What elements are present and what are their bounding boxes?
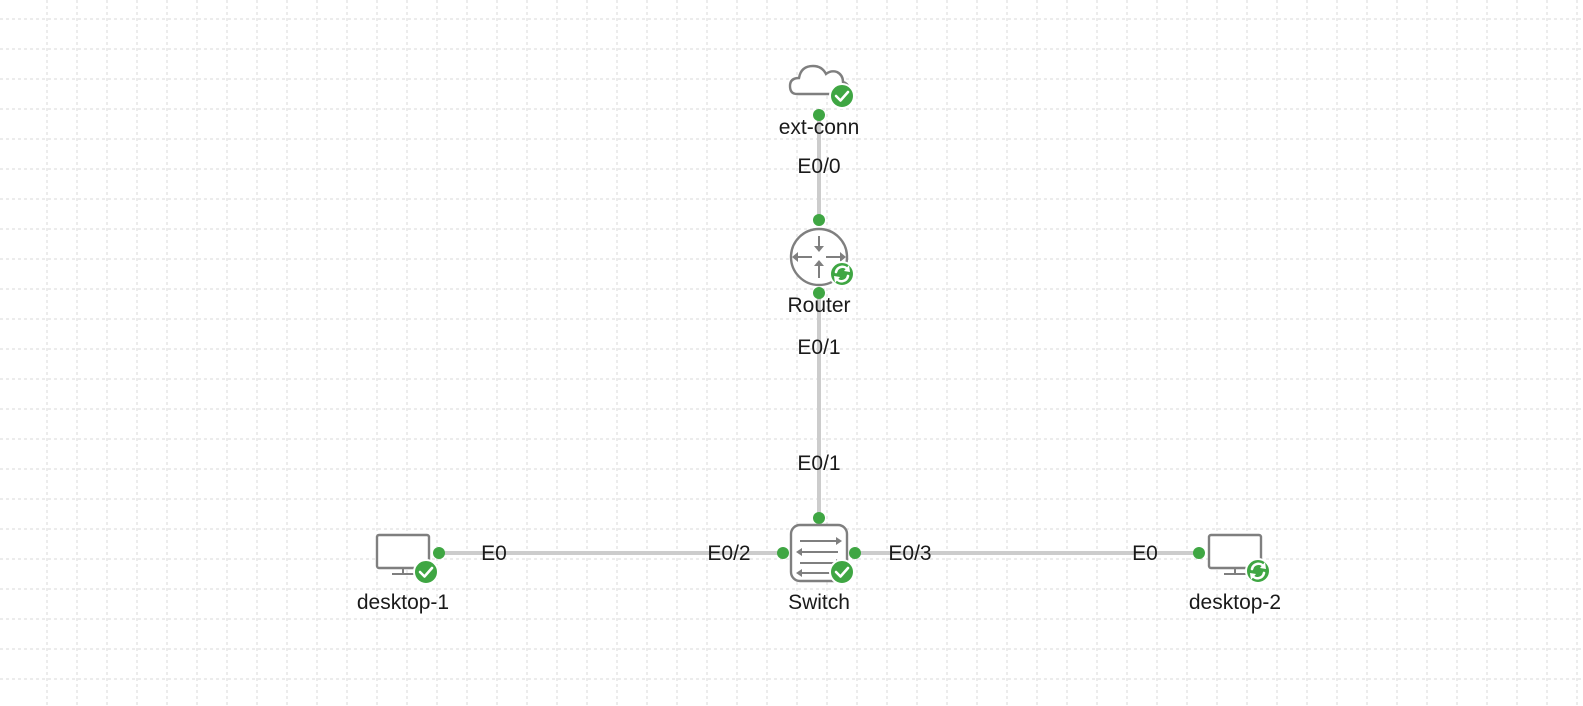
sync-icon — [829, 261, 855, 287]
port-label-switch-left: E0/2 — [707, 542, 750, 565]
port-dot-ext-conn[interactable] — [813, 109, 825, 121]
node-router[interactable]: Router — [787, 227, 855, 317]
node-desktop-1[interactable]: desktop-1 — [357, 533, 449, 614]
node-ext-conn[interactable]: ext-conn — [779, 64, 860, 139]
port-dot-switch-left[interactable] — [777, 547, 789, 559]
port-label-router-down: E0/1 — [797, 336, 840, 359]
port-dot-router-up[interactable] — [813, 214, 825, 226]
node-switch[interactable]: Switch — [788, 523, 855, 614]
node-label-desktop-2: desktop-2 — [1189, 591, 1281, 614]
node-label-ext-conn: ext-conn — [779, 116, 860, 139]
port-label-router-up: E0/0 — [797, 155, 840, 178]
node-label-switch: Switch — [788, 591, 850, 614]
port-dot-desktop2[interactable] — [1193, 547, 1205, 559]
port-label-switch-up: E0/1 — [797, 452, 840, 475]
port-dot-switch-up[interactable] — [813, 512, 825, 524]
check-icon — [829, 83, 855, 109]
sync-icon — [1245, 558, 1271, 584]
node-label-router: Router — [787, 294, 850, 317]
check-icon — [413, 559, 439, 585]
port-dot-router-down[interactable] — [813, 287, 825, 299]
monitor-icon — [375, 533, 431, 575]
port-label-desktop2: E0 — [1132, 542, 1158, 565]
port-label-switch-right: E0/3 — [888, 542, 931, 565]
port-dot-switch-right[interactable] — [849, 547, 861, 559]
port-label-desktop1: E0 — [481, 542, 507, 565]
node-desktop-2[interactable]: desktop-2 — [1189, 533, 1281, 614]
node-label-desktop-1: desktop-1 — [357, 591, 449, 614]
monitor-icon — [1207, 533, 1263, 575]
port-dot-desktop1[interactable] — [433, 547, 445, 559]
check-icon — [829, 559, 855, 585]
